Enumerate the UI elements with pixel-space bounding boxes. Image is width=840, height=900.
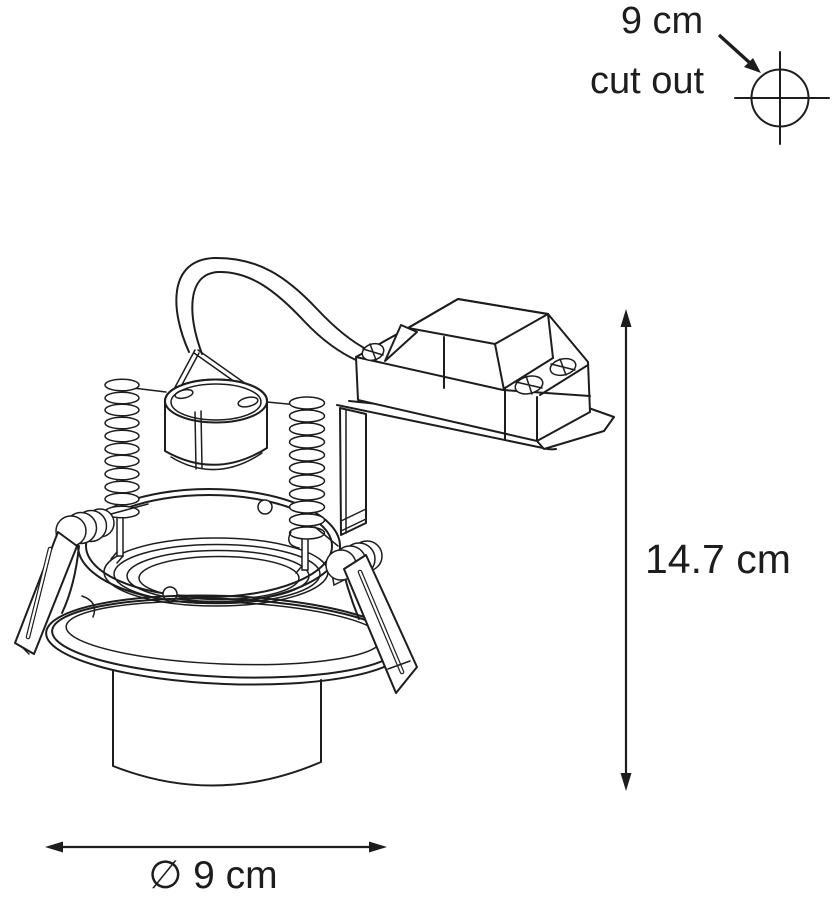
driver-box	[355, 298, 591, 442]
cable-clamp	[384, 324, 418, 362]
height-dimension: 14.7 cm	[620, 309, 791, 791]
mounting-strap	[339, 407, 367, 536]
arrow-down-icon	[620, 773, 632, 791]
rim-hole	[257, 499, 273, 515]
cutout-text-label: cut out	[590, 60, 705, 102]
coil-spring-left	[104, 378, 140, 519]
cutout-size-label: 9 cm	[621, 0, 703, 42]
cutout-symbol-icon	[734, 51, 830, 145]
pointer-arrow	[717, 33, 752, 65]
coil-spring-right	[288, 396, 326, 549]
power-cable	[175, 256, 369, 362]
height-dimension-label: 14.7 cm	[645, 536, 791, 582]
lamp-tube	[112, 670, 322, 787]
cutout-note: 9 cm cut out	[590, 0, 830, 145]
pointer-arrowhead-icon	[744, 58, 761, 73]
diameter-dimension: ∅ 9 cm	[45, 841, 387, 897]
screw-icon	[361, 342, 385, 362]
spring-clip-left	[14, 503, 149, 655]
lamp-holder	[132, 378, 299, 471]
screw-icon	[514, 375, 544, 395]
diameter-dimension-label: ∅ 9 cm	[148, 854, 277, 897]
screw-icon	[549, 357, 577, 377]
arrow-left-icon	[45, 841, 63, 853]
arrow-up-icon	[620, 309, 632, 327]
spring-clip-right	[314, 526, 418, 694]
arrow-right-icon	[369, 841, 387, 853]
